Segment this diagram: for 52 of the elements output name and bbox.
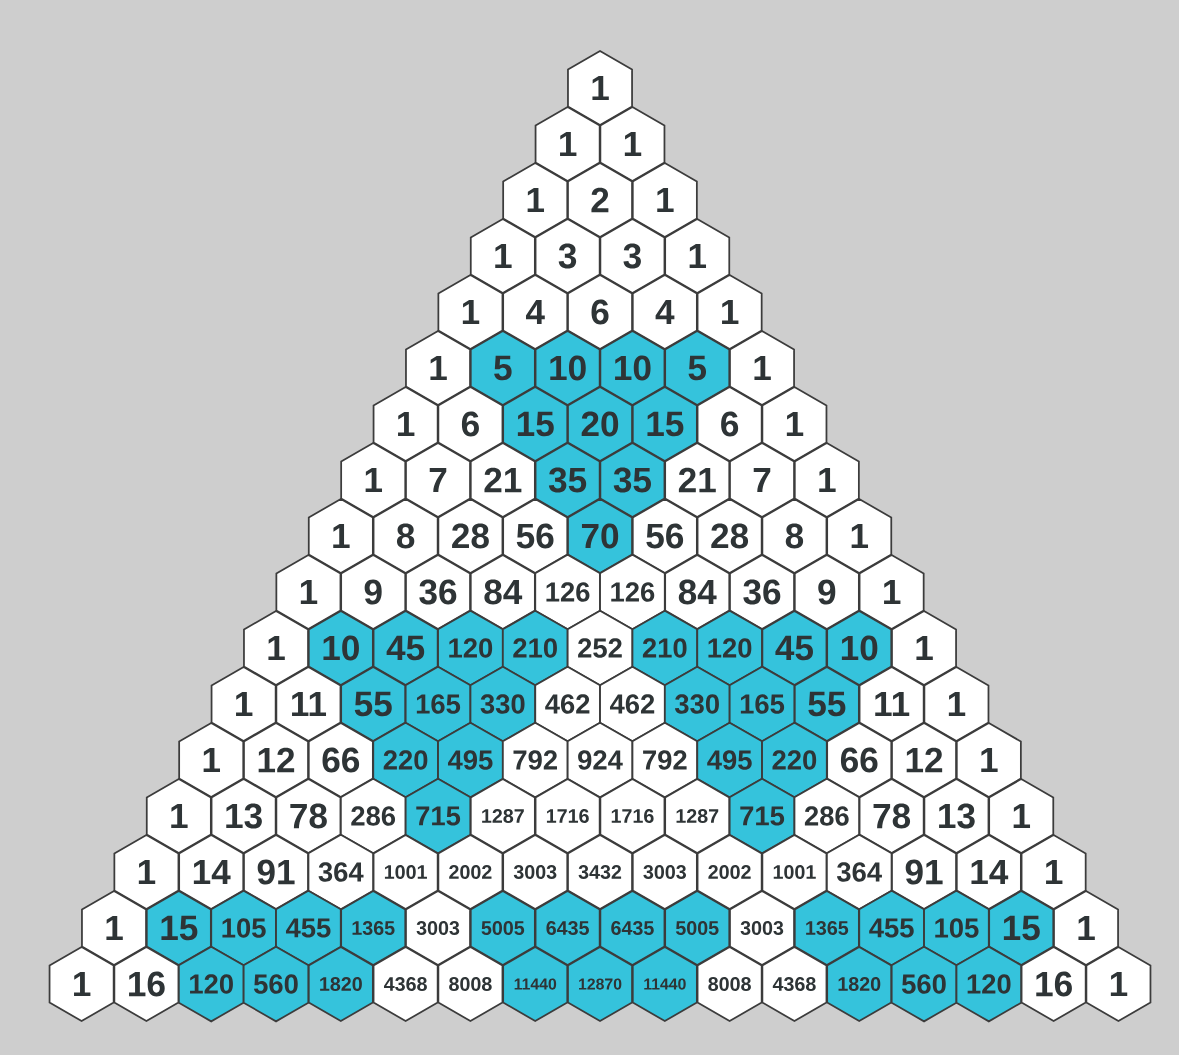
number-hexagon: 1 bbox=[48, 946, 115, 1023]
number-hexagon: 120 bbox=[178, 945, 245, 1023]
number-hexagon: 1 bbox=[761, 386, 828, 462]
number-hexagon: 9 bbox=[793, 554, 860, 630]
number-hexagon: 1820 bbox=[307, 946, 374, 1023]
number-hexagon: 1 bbox=[469, 218, 536, 294]
number-hexagon: 1 bbox=[858, 554, 925, 630]
number-hexagon: 4368 bbox=[761, 946, 828, 1023]
number-hexagon: 16 bbox=[1020, 946, 1087, 1023]
number-hexagon: 7 bbox=[405, 442, 471, 518]
number-hexagon: 11440 bbox=[631, 946, 698, 1023]
number-hexagon: 11440 bbox=[502, 946, 569, 1023]
number-hexagon: 1 bbox=[113, 834, 180, 911]
number-hexagon: 8008 bbox=[437, 946, 504, 1023]
number-hexagon: 1 bbox=[988, 778, 1055, 855]
number-hexagon: 1287 bbox=[469, 778, 536, 855]
number-hexagon: 6 bbox=[696, 386, 763, 462]
number-hexagon: 6 bbox=[437, 386, 504, 462]
number-hexagon: 1 bbox=[81, 890, 147, 967]
number-hexagon: 1 bbox=[1020, 834, 1087, 911]
number-hexagon: 1 bbox=[340, 442, 407, 518]
number-hexagon: 4368 bbox=[372, 946, 439, 1023]
number-hexagon: 3 bbox=[599, 218, 666, 294]
number-hexagon: 9 bbox=[340, 554, 407, 630]
number-hexagon: 12870 bbox=[567, 946, 633, 1023]
number-hexagon: 1 bbox=[275, 554, 342, 630]
number-hexagon: 1 bbox=[145, 778, 212, 855]
number-hexagon: 16 bbox=[113, 946, 180, 1023]
number-hexagon: 1 bbox=[210, 666, 277, 743]
number-hexagon: 1 bbox=[826, 498, 893, 575]
number-hexagon: 1 bbox=[243, 610, 309, 686]
number-hexagon: 1287 bbox=[664, 778, 731, 855]
number-hexagon: 120 bbox=[955, 945, 1023, 1023]
number-hexagon: 8008 bbox=[696, 946, 763, 1023]
number-hexagon: 1 bbox=[1053, 890, 1119, 967]
number-hexagon: 1 bbox=[1085, 946, 1152, 1023]
number-hexagon: 1 bbox=[923, 666, 990, 743]
number-hexagon: 1716 bbox=[599, 778, 666, 855]
number-hexagon: 7 bbox=[729, 442, 795, 518]
number-hexagon: 560 bbox=[890, 945, 958, 1023]
number-hexagon: 1820 bbox=[826, 946, 893, 1023]
number-hexagon: 1 bbox=[178, 722, 245, 799]
number-hexagon: 1 bbox=[664, 218, 731, 294]
number-hexagon: 3 bbox=[534, 218, 601, 294]
number-hexagon: 1 bbox=[372, 386, 439, 462]
number-hexagon: 1 bbox=[891, 610, 957, 686]
number-hexagon: 1 bbox=[307, 498, 374, 575]
number-hexagon: 3432 bbox=[567, 834, 633, 911]
number-hexagon: 1 bbox=[955, 722, 1022, 799]
number-hexagon: 2002 bbox=[437, 834, 504, 911]
number-hexagon: 560 bbox=[242, 945, 310, 1023]
number-hexagon: 1 bbox=[793, 442, 860, 518]
